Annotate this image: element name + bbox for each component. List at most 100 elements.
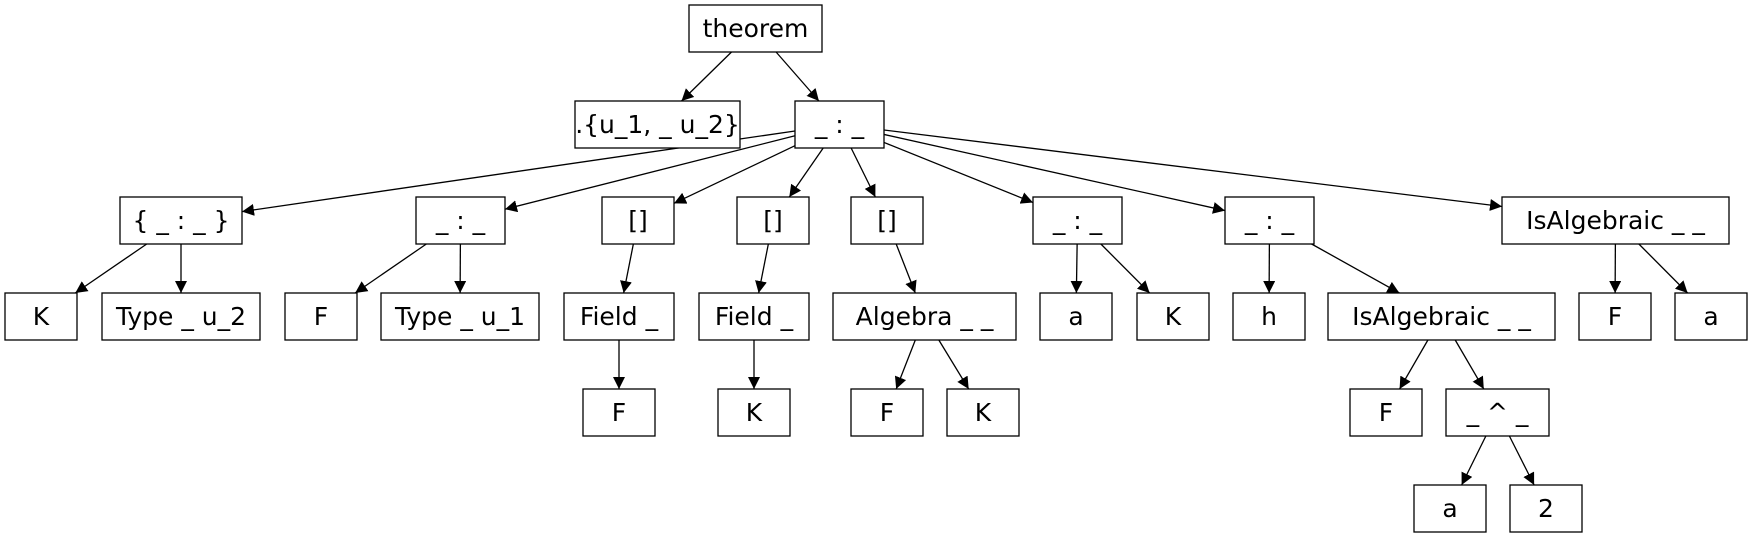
node-box xyxy=(284,292,358,341)
edge-n2-n22 xyxy=(883,133,1226,214)
node-label: IsAlgebraic _ _ xyxy=(1352,302,1531,331)
edge-n16-n17 xyxy=(894,339,916,390)
tree-node-field: Field _ xyxy=(563,292,675,341)
node-box xyxy=(736,196,810,245)
edge-n2-n12 xyxy=(788,147,824,198)
tree-node-f: F xyxy=(284,292,358,341)
node-label: _ : _ xyxy=(814,110,865,139)
node-label: a xyxy=(1703,302,1718,331)
node-label: a xyxy=(1442,494,1457,523)
tree-node-a: a xyxy=(1674,292,1748,341)
node-box xyxy=(4,292,78,341)
node-label: Field _ xyxy=(580,302,659,331)
node-label: K xyxy=(975,398,992,427)
node-label: K xyxy=(33,302,50,331)
tree-node-type-u-2: Type _ u_2 xyxy=(101,292,261,341)
node-box xyxy=(574,100,741,149)
tree-node-op: _ : _ xyxy=(1032,196,1123,245)
node-box xyxy=(1136,292,1210,341)
node-box xyxy=(946,388,1020,437)
node-box xyxy=(850,196,924,245)
node-box xyxy=(698,292,810,341)
tree-node-theorem: theorem xyxy=(688,4,823,53)
node-box xyxy=(1232,292,1306,341)
node-box xyxy=(1032,196,1123,245)
node-box xyxy=(415,196,506,245)
tree-node-algebra: Algebra _ _ xyxy=(832,292,1017,341)
node-label: Type _ u_1 xyxy=(394,302,525,331)
node-label: a xyxy=(1068,302,1083,331)
tree-node-op: [] xyxy=(850,196,924,245)
node-box xyxy=(1501,196,1730,245)
edge-n2-n19 xyxy=(883,141,1034,204)
node-box xyxy=(850,388,924,437)
node-label: _ ^ _ xyxy=(1466,398,1529,427)
node-label: 2 xyxy=(1538,494,1554,523)
node-layer: theorem .{u_1, _ u_2} _ : _ { _ : _ } K Type … xyxy=(4,4,1748,533)
node-box xyxy=(1039,292,1113,341)
tree-node-op: [] xyxy=(601,196,675,245)
node-label: _ : _ xyxy=(1052,206,1103,235)
edge-n0-n1 xyxy=(681,51,732,102)
node-box xyxy=(1224,196,1315,245)
edge-n0-n2 xyxy=(775,51,820,102)
edge-n12-n13 xyxy=(755,243,769,294)
tree-node-op: _ ^ _ xyxy=(1445,388,1550,437)
node-box xyxy=(1578,292,1652,341)
node-label: theorem xyxy=(703,14,809,43)
edge-n26-n27 xyxy=(1461,435,1487,486)
node-box xyxy=(601,196,675,245)
edge-n2-n15 xyxy=(850,147,876,198)
node-label: h xyxy=(1261,302,1277,331)
edge-n29-n31 xyxy=(1638,243,1689,294)
tree-node-k: K xyxy=(717,388,791,437)
tree-node-f: F xyxy=(582,388,656,437)
edge-n19-n21 xyxy=(1100,243,1151,294)
node-label: { _ : _ } xyxy=(132,206,229,235)
edge-n6-n7 xyxy=(354,243,427,294)
node-box xyxy=(717,388,791,437)
node-label: _ : _ xyxy=(435,206,486,235)
edge-n16-n18 xyxy=(938,339,970,390)
node-box xyxy=(563,292,675,341)
tree-node-f: F xyxy=(1349,388,1423,437)
tree-node-type-u-1: Type _ u_1 xyxy=(380,292,540,341)
edge-n15-n16 xyxy=(895,243,917,294)
node-label: [] xyxy=(628,206,648,235)
edge-n3-n4 xyxy=(74,243,148,294)
tree-node-u-1-u-2: .{u_1, _ u_2} xyxy=(574,100,741,149)
node-box xyxy=(1509,484,1583,533)
node-box xyxy=(1674,292,1748,341)
node-label: F xyxy=(1608,302,1622,331)
tree-node-a: a xyxy=(1039,292,1113,341)
node-box xyxy=(688,4,823,53)
node-box xyxy=(119,196,243,245)
tree-node-f: F xyxy=(1578,292,1652,341)
node-box xyxy=(832,292,1017,341)
tree-node-f: F xyxy=(850,388,924,437)
tree-node-k: K xyxy=(1136,292,1210,341)
node-box xyxy=(101,292,261,341)
node-box xyxy=(794,100,885,149)
tree-node-field: Field _ xyxy=(698,292,810,341)
node-box xyxy=(1413,484,1487,533)
edge-n24-n25 xyxy=(1399,339,1429,390)
node-label: F xyxy=(314,302,328,331)
node-label: K xyxy=(1165,302,1182,331)
edge-n2-n9 xyxy=(673,145,796,204)
node-box xyxy=(380,292,540,341)
tree-node-k: K xyxy=(4,292,78,341)
tree-node-isalgebraic: IsAlgebraic _ _ xyxy=(1501,196,1730,245)
tree-node-op: _ : _ xyxy=(794,100,885,149)
tree-node-op: { _ : _ } xyxy=(119,196,243,245)
node-label: [] xyxy=(763,206,783,235)
node-box xyxy=(582,388,656,437)
tree-node-h: h xyxy=(1232,292,1306,341)
node-label: [] xyxy=(877,206,897,235)
node-box xyxy=(1327,292,1556,341)
node-label: Type _ u_2 xyxy=(115,302,246,331)
edge-n22-n24 xyxy=(1311,243,1400,294)
node-label: F xyxy=(880,398,894,427)
node-label: K xyxy=(746,398,763,427)
